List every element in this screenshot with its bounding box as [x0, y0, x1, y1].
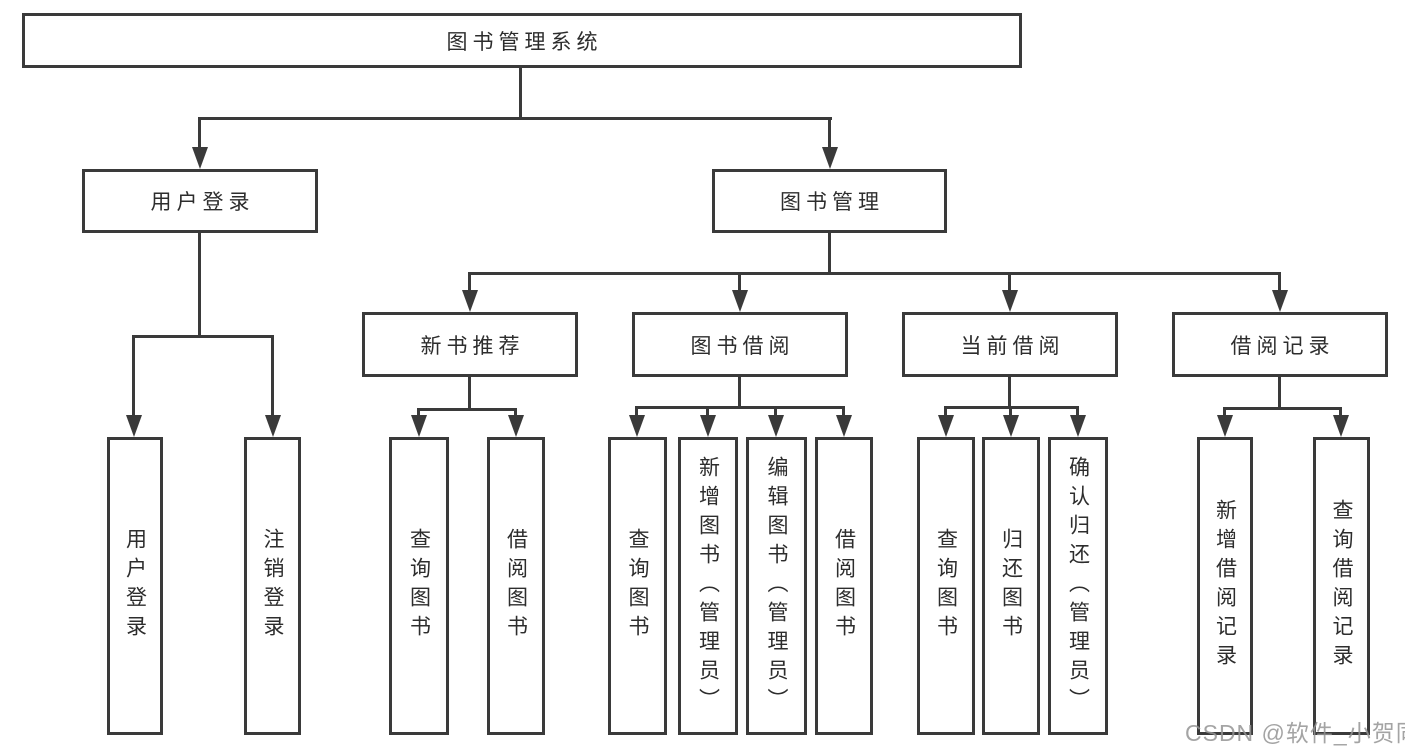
node-user-login: 用户登录: [82, 169, 318, 233]
leaf-borrow-books-recommend: 借阅图书: [487, 437, 545, 735]
connector-line: [132, 335, 274, 338]
arrow-down-icon: [462, 290, 478, 312]
arrow-down-icon: [822, 147, 838, 169]
leaf-label: 归还图书: [999, 528, 1023, 644]
leaf-label: 新增借阅记录: [1213, 499, 1237, 673]
arrow-down-icon: [836, 415, 852, 437]
arrow-down-icon: [126, 415, 142, 437]
connector-line: [1278, 272, 1281, 294]
arrow-down-icon: [768, 415, 784, 437]
connector-line: [1339, 407, 1342, 418]
node-borrow-records: 借阅记录: [1172, 312, 1388, 377]
node-label: 当前借阅: [960, 334, 1065, 358]
connector-line: [468, 272, 471, 294]
leaf-label: 用户登录: [123, 528, 147, 644]
leaf-query-books-recommend: 查询图书: [389, 437, 449, 735]
leaf-label: 查询图书: [934, 528, 958, 644]
connector-line: [1008, 272, 1011, 294]
connector-line: [198, 117, 201, 151]
connector-line: [1225, 407, 1341, 410]
node-label: 用户登录: [150, 191, 255, 214]
connector-line: [519, 67, 522, 119]
arrow-down-icon: [629, 415, 645, 437]
leaf-add-books-admin: 新增图书（管理员）: [678, 437, 738, 735]
csdn-watermark: CSDN @软件_小贺同学: [1185, 720, 1405, 746]
node-label: 借阅记录: [1230, 334, 1335, 358]
leaf-query-books-borrow: 查询图书: [608, 437, 667, 735]
connector-line: [198, 117, 832, 120]
connector-line: [944, 406, 947, 418]
connector-line: [1009, 406, 1012, 418]
leaf-return-books: 归还图书: [982, 437, 1040, 735]
arrow-down-icon: [192, 147, 208, 169]
connector-line: [468, 272, 1281, 275]
leaf-label: 编辑图书（管理员）: [765, 455, 788, 717]
node-label: 图书管理系统: [446, 30, 603, 54]
connector-line: [738, 272, 741, 294]
arrow-down-icon: [411, 415, 427, 437]
connector-line: [468, 377, 471, 411]
connector-line: [828, 233, 831, 275]
connector-line: [514, 408, 517, 420]
node-book-borrow: 图书借阅: [632, 312, 848, 377]
connector-line: [132, 335, 135, 419]
arrow-down-icon: [1070, 415, 1086, 437]
arrow-down-icon: [700, 415, 716, 437]
connector-line: [1008, 377, 1011, 409]
node-label: 图书管理: [780, 191, 884, 214]
arrow-down-icon: [732, 290, 748, 312]
node-label: 图书借阅: [690, 334, 795, 358]
connector-line: [1076, 406, 1079, 418]
arrow-down-icon: [1272, 290, 1288, 312]
connector-line: [842, 406, 845, 418]
leaf-label: 查询借阅记录: [1330, 499, 1353, 673]
leaf-label: 查询图书: [626, 528, 649, 644]
arrow-down-icon: [265, 415, 281, 437]
leaf-query-books-current: 查询图书: [917, 437, 975, 735]
arrow-down-icon: [508, 415, 524, 437]
arrow-down-icon: [1333, 415, 1349, 437]
leaf-label: 注销登录: [261, 528, 284, 644]
leaf-confirm-return-admin: 确认归还（管理员）: [1048, 437, 1108, 735]
leaf-label: 查询图书: [407, 528, 431, 644]
arrow-down-icon: [1002, 290, 1018, 312]
leaf-label: 借阅图书: [832, 528, 856, 644]
node-current-borrow: 当前借阅: [902, 312, 1118, 377]
connector-line: [738, 377, 741, 409]
connector-line: [774, 406, 777, 418]
connector-line: [706, 406, 709, 418]
leaf-add-borrow-record: 新增借阅记录: [1197, 437, 1253, 735]
connector-line: [271, 335, 274, 419]
leaf-label: 借阅图书: [504, 528, 528, 644]
connector-line: [417, 408, 516, 411]
connector-line: [417, 408, 420, 420]
node-book-management: 图书管理: [712, 169, 947, 233]
leaf-label: 新增图书（管理员）: [696, 455, 720, 717]
arrow-down-icon: [938, 415, 954, 437]
node-new-book-recommend: 新书推荐: [362, 312, 578, 377]
connector-line: [1278, 377, 1281, 410]
connector-line: [946, 406, 1078, 409]
connector-line: [635, 406, 638, 418]
leaf-query-borrow-record: 查询借阅记录: [1313, 437, 1370, 735]
leaf-logout: 注销登录: [244, 437, 301, 735]
connector-line: [198, 233, 201, 338]
node-root: 图书管理系统: [22, 13, 1022, 68]
arrow-down-icon: [1003, 415, 1019, 437]
leaf-edit-books-admin: 编辑图书（管理员）: [746, 437, 807, 735]
node-label: 新书推荐: [420, 334, 525, 358]
arrow-down-icon: [1217, 415, 1233, 437]
connector-line: [637, 406, 844, 409]
connector-line: [828, 117, 831, 151]
leaf-label: 确认归还（管理员）: [1066, 455, 1090, 717]
leaf-user-login: 用户登录: [107, 437, 163, 735]
leaf-borrow-books: 借阅图书: [815, 437, 873, 735]
connector-line: [1223, 407, 1226, 418]
